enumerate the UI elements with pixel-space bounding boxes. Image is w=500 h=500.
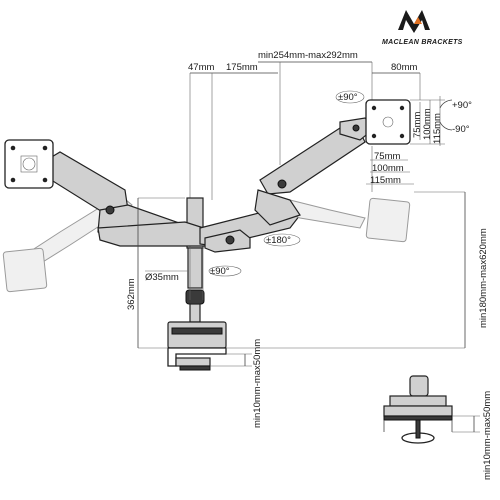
vesa-h100: 100mm xyxy=(372,163,404,174)
vesa-h75: 75mm xyxy=(374,151,400,162)
vesa-v115: 115mm xyxy=(432,113,443,144)
width-80-label: 80mm xyxy=(391,62,417,73)
brand-logo: MACLEAN BRACKETS xyxy=(382,10,463,46)
rot180-label: ±180° xyxy=(266,235,291,246)
vesa-v75: 75mm xyxy=(412,112,423,138)
grommet-range-label: min10mm-max50mm xyxy=(482,391,493,480)
rot90-pole-label: ±90° xyxy=(210,266,230,277)
pole-diameter-label: Ø35mm xyxy=(145,272,179,283)
vesa-dimension-lines xyxy=(366,96,445,192)
rot180-indicator xyxy=(263,233,301,247)
height-range-lines xyxy=(226,191,466,349)
grommet-mount xyxy=(383,375,453,444)
rot90-top-indicator xyxy=(335,90,365,104)
rot90-top-label: ±90° xyxy=(338,92,358,103)
vesa-h115: 115mm xyxy=(370,175,401,186)
reach-label: min254mm-max292mm xyxy=(258,50,358,61)
clamp-range-lines xyxy=(210,353,252,367)
clamp-range-label: min10mm-max50mm xyxy=(252,339,263,428)
offset-47-label: 47mm xyxy=(188,62,214,73)
grommet-range-lines xyxy=(452,415,480,433)
top-dimensions xyxy=(189,61,421,200)
height-range-label: min180mm-max620mm xyxy=(478,228,489,328)
left-vesa-plate xyxy=(4,139,54,189)
rot90-pole-indicator xyxy=(208,265,242,277)
logo-accent xyxy=(414,17,422,24)
brand-name: MACLEAN BRACKETS xyxy=(382,39,463,46)
tilt-down-arrow xyxy=(439,121,453,131)
height-362-label: 362mm xyxy=(126,278,137,310)
desk-clamp xyxy=(167,321,227,371)
tilt-up-label: +90° xyxy=(452,100,472,111)
height-362-lines xyxy=(137,197,185,349)
central-pole xyxy=(185,197,205,323)
maclean-m-logo xyxy=(398,10,430,33)
arm-175-label: 175mm xyxy=(226,62,258,73)
vesa-v100: 100mm xyxy=(422,108,433,140)
right-vesa-plate xyxy=(365,99,411,145)
tilt-up-arrow xyxy=(439,99,453,109)
tilt-down-label: -90° xyxy=(452,124,470,135)
